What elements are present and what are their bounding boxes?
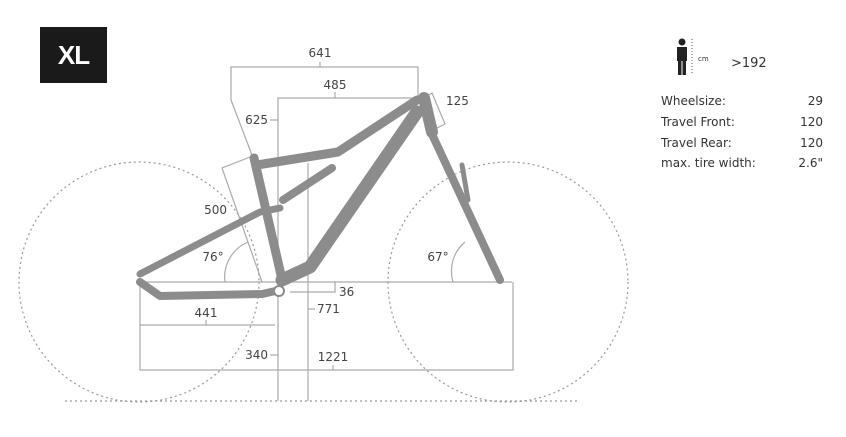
dimension-lines <box>139 62 514 401</box>
head-tube-value: 125 <box>446 94 469 108</box>
spec-value: 29 <box>807 94 823 108</box>
spec-value: 2.6" <box>798 156 823 170</box>
spec-row: max. tire width: 2.6" <box>661 156 823 170</box>
bb-drop-value: 36 <box>339 285 354 299</box>
person-height-icon <box>677 38 693 75</box>
spec-value: 120 <box>800 115 823 129</box>
top-tube-value: 641 <box>309 46 332 60</box>
head-angle-value: 67° <box>427 250 448 264</box>
spec-label: Travel Front: <box>661 115 735 129</box>
standover-value: 771 <box>317 302 340 316</box>
wheelbase-value: 1221 <box>318 350 349 364</box>
spec-label: Travel Rear: <box>661 136 732 150</box>
spec-label: Wheelsize: <box>661 94 726 108</box>
spec-value: 120 <box>800 136 823 150</box>
reach-value: 485 <box>324 78 347 92</box>
chainstay-value: 441 <box>195 306 218 320</box>
seat-tube-value: 500 <box>204 203 227 217</box>
seat-angle-value: 76° <box>202 250 223 264</box>
spec-row: Travel Rear: 120 <box>661 136 823 150</box>
unit-label: cm <box>698 55 709 63</box>
rider-height: >192 <box>731 56 767 71</box>
bb-height-value: 340 <box>245 348 268 362</box>
spec-label: max. tire width: <box>661 156 756 170</box>
size-badge: XL <box>40 27 107 83</box>
frame <box>136 92 504 300</box>
stack-value: 625 <box>245 113 268 127</box>
spec-row: Wheelsize: 29 <box>661 94 823 108</box>
spec-row: Travel Front: 120 <box>661 115 823 129</box>
